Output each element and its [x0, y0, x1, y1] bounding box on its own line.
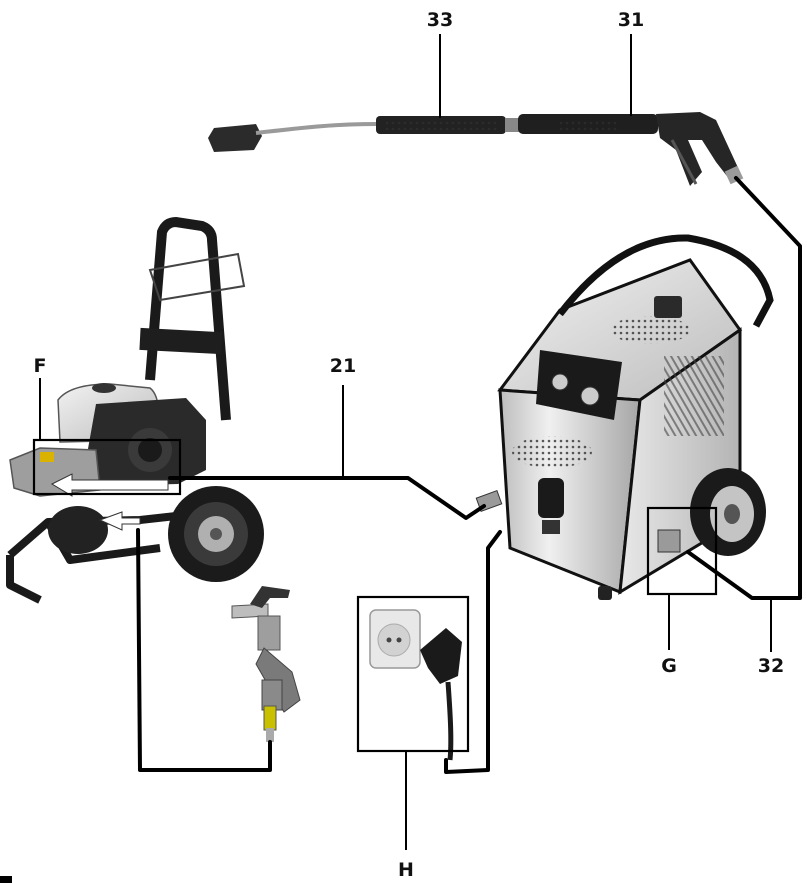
hot-water-unit [475, 234, 774, 600]
label-h: H [398, 859, 414, 881]
label-31: 31 [618, 9, 644, 31]
label-f: F [34, 355, 47, 377]
water-tap [231, 586, 301, 742]
label-33: 33 [427, 9, 453, 31]
unit-front [498, 388, 642, 595]
power-plug [420, 628, 462, 684]
spray-lance [208, 112, 744, 186]
water-supply-hose [136, 528, 272, 772]
washer-wheel-right [168, 486, 264, 582]
flow-arrow-inlet [98, 511, 141, 531]
washer-wheel-left [48, 506, 108, 554]
corner-mark [0, 876, 12, 883]
control-knob-right [580, 386, 600, 406]
unit-outlet-fitting [657, 529, 681, 553]
main-switch [538, 478, 564, 518]
frame-f [32, 438, 182, 496]
control-knob-left [551, 373, 569, 391]
power-cable [444, 530, 502, 774]
hose-32 [686, 176, 802, 600]
pressure-washer [6, 216, 264, 604]
hose-21 [168, 476, 486, 520]
spray-gun [656, 112, 740, 186]
label-21: 21 [330, 355, 356, 377]
unit-wheel [690, 468, 766, 556]
control-panel [536, 350, 622, 420]
label-g: G [661, 655, 677, 677]
frame-h [356, 595, 470, 753]
label-32: 32 [758, 655, 784, 677]
lance-tube [255, 122, 379, 135]
power-socket [369, 609, 462, 761]
washer-handle [145, 216, 231, 421]
frame-g [646, 506, 718, 596]
lance-nozzle [208, 124, 262, 152]
unit-handle-frame [557, 234, 774, 328]
